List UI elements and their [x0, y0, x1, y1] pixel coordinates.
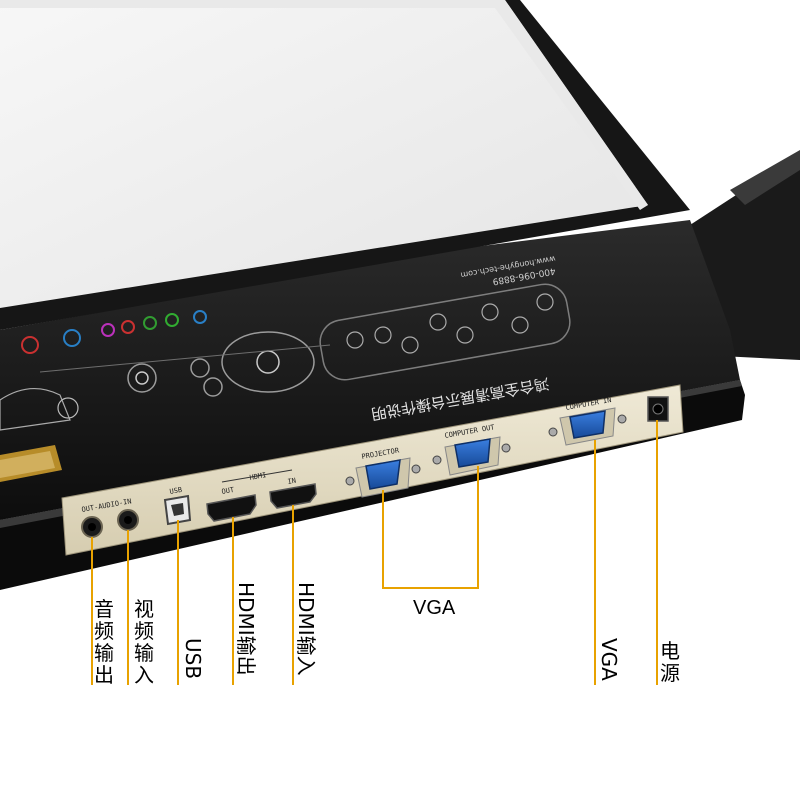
callout-char: 输 [94, 641, 114, 665]
label-hdmi: HDMI [249, 471, 267, 482]
callout-audio-out: 音 频 输 出 [93, 598, 115, 686]
callout-char: 频 [134, 619, 154, 643]
callout-char: 音 [94, 597, 114, 621]
callout-char: 频 [94, 619, 114, 643]
hdmi-out-port [206, 494, 257, 522]
callout-char: 输 [134, 641, 154, 665]
callout-usb: USB [181, 638, 205, 680]
callout-hdmi-in: HDMI输入 [294, 582, 318, 676]
callout-vga-in: VGA [597, 638, 621, 681]
label-hdmi-in: IN [287, 477, 297, 486]
callout-video-in: 视 频 输 入 [133, 598, 155, 686]
callout-char: 出 [94, 663, 114, 687]
callout-char: 电 [660, 639, 680, 663]
callout-hdmi-out: HDMI输出 [234, 582, 258, 676]
label-hdmi-out: OUT [221, 486, 236, 496]
callout-power: 电 源 [659, 640, 681, 684]
control-panel [0, 283, 571, 482]
callout-char: 入 [134, 663, 154, 687]
label-usb: USB [169, 486, 183, 496]
callout-char: 视 [134, 597, 154, 621]
hdmi-in-port [269, 483, 317, 509]
lead-vga-group [382, 466, 479, 589]
callout-vga-group: VGA [413, 597, 456, 619]
callout-char: 源 [660, 661, 680, 685]
